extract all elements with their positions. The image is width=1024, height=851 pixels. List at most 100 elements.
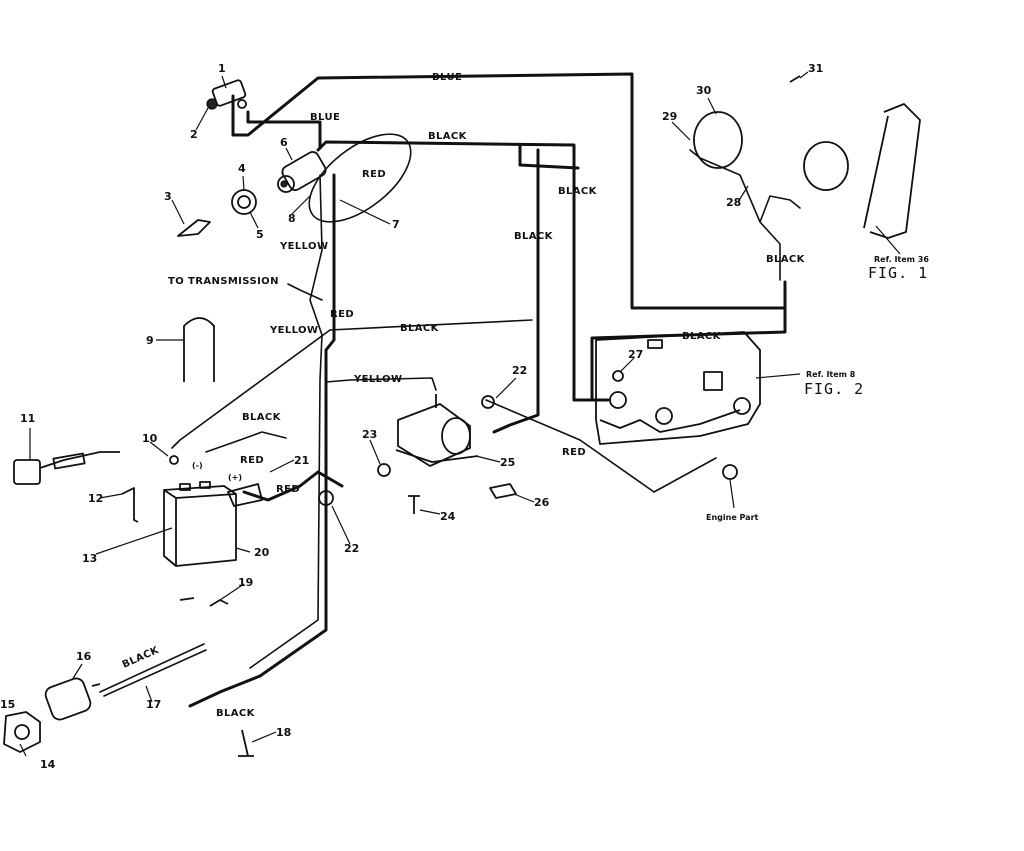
starter-16 bbox=[44, 677, 101, 721]
label-red-vertical: RED bbox=[330, 309, 354, 320]
main-harness bbox=[188, 173, 336, 708]
battery-20 bbox=[163, 481, 237, 567]
label-yellow-upper: YELLOW bbox=[279, 241, 328, 252]
callout-31: 31 bbox=[808, 62, 823, 75]
label-blue-left: BLUE bbox=[310, 112, 340, 123]
callout-13: 13 bbox=[82, 552, 97, 565]
key-switch bbox=[206, 79, 247, 110]
part-3-clip bbox=[177, 219, 211, 237]
callout-numbers: 1 2 3 4 5 6 7 8 9 10 11 12 13 14 15 16 1… bbox=[0, 62, 823, 771]
callout-4: 4 bbox=[238, 162, 246, 175]
callout-18: 18 bbox=[276, 726, 291, 739]
callout-30: 30 bbox=[696, 84, 712, 97]
callout-20: 20 bbox=[254, 546, 270, 559]
loop-8 bbox=[308, 133, 412, 223]
clip-26 bbox=[489, 483, 517, 499]
black-wire-center bbox=[492, 148, 540, 434]
battery-plus: (+) bbox=[228, 473, 242, 482]
callout-23: 23 bbox=[362, 428, 377, 441]
callout-15: 15 bbox=[0, 698, 15, 711]
label-to-transmission: TO TRANSMISSION bbox=[168, 276, 279, 287]
callout-28: 28 bbox=[726, 196, 741, 209]
callout-22-left: 22 bbox=[344, 542, 359, 555]
callout-11: 11 bbox=[20, 412, 35, 425]
label-black-18: BLACK bbox=[216, 708, 256, 719]
label-black-top: BLACK bbox=[428, 131, 468, 142]
callout-24: 24 bbox=[440, 510, 456, 523]
red-solenoid-wire bbox=[485, 399, 717, 493]
nut-23 bbox=[377, 463, 391, 477]
blue-wire bbox=[231, 72, 787, 310]
callout-25: 25 bbox=[500, 456, 515, 469]
black-wire-right bbox=[518, 143, 580, 170]
label-red-6: RED bbox=[362, 169, 386, 180]
callout-14: 14 bbox=[40, 758, 56, 771]
parts bbox=[3, 75, 921, 757]
callout-7: 7 bbox=[392, 218, 400, 231]
wire-17 bbox=[99, 643, 205, 693]
starter-drive-14 bbox=[3, 711, 41, 753]
callout-8: 8 bbox=[288, 212, 296, 225]
nut-10 bbox=[169, 455, 179, 465]
yellow-center-wire bbox=[325, 377, 437, 391]
engine-part-label: Engine Part bbox=[706, 513, 759, 522]
callout-3: 3 bbox=[164, 190, 172, 203]
callout-27: 27 bbox=[628, 348, 643, 361]
red-battery-wire bbox=[242, 470, 344, 502]
ref-item-8: Ref. Item 8 bbox=[806, 370, 856, 379]
clip-12 bbox=[121, 487, 139, 523]
fig-2-label: FIG. 2 bbox=[804, 380, 864, 398]
label-red-battery: RED bbox=[276, 484, 300, 495]
callout-19: 19 bbox=[238, 576, 253, 589]
label-black-battery: BLACK bbox=[242, 412, 282, 423]
battery-minus: (-) bbox=[192, 461, 203, 470]
wires bbox=[99, 72, 801, 708]
headlight-right bbox=[803, 141, 849, 191]
bolt-24 bbox=[408, 495, 420, 514]
callout-10: 10 bbox=[142, 432, 158, 445]
callout-1: 1 bbox=[218, 62, 226, 75]
label-yellow-lower: YELLOW bbox=[269, 325, 318, 336]
callout-17: 17 bbox=[146, 698, 161, 711]
label-red-battery-top: RED bbox=[240, 455, 264, 466]
black-battery-wire bbox=[171, 319, 533, 449]
wire-17-b bbox=[103, 649, 207, 697]
callout-16: 16 bbox=[76, 650, 92, 663]
transmission-wire bbox=[287, 283, 323, 301]
black-wire-top bbox=[316, 140, 610, 402]
callout-29: 29 bbox=[662, 110, 677, 123]
engine-block bbox=[595, 331, 761, 445]
part-31 bbox=[789, 75, 801, 83]
label-blue-top: BLUE bbox=[432, 72, 462, 83]
black-battery-top bbox=[205, 431, 287, 453]
label-black-headlight: BLACK bbox=[766, 254, 806, 265]
callout-2: 2 bbox=[190, 128, 198, 141]
label-black-right: BLACK bbox=[558, 186, 598, 197]
fig-1-label: FIG. 1 bbox=[868, 264, 928, 282]
terminal-21 bbox=[227, 483, 263, 507]
part-11-plug bbox=[13, 451, 120, 485]
ref-item-36: Ref. Item 36 bbox=[874, 255, 929, 264]
headlight-30 bbox=[693, 111, 743, 169]
terminal-27 bbox=[647, 339, 663, 349]
callout-6: 6 bbox=[280, 136, 288, 149]
u-bolt-9 bbox=[183, 317, 215, 382]
callout-12: 12 bbox=[88, 492, 103, 505]
solenoid-25 bbox=[395, 394, 479, 467]
nut-27 bbox=[612, 370, 624, 382]
callout-5: 5 bbox=[256, 228, 264, 241]
grommet-22-right bbox=[481, 395, 495, 409]
blue-wire-short bbox=[246, 110, 322, 150]
callout-9: 9 bbox=[146, 334, 154, 347]
callout-22-right: 22 bbox=[512, 364, 527, 377]
label-yellow-center: YELLOW bbox=[353, 374, 402, 385]
label-red-solenoid: RED bbox=[562, 447, 586, 458]
leader-lines bbox=[19, 71, 901, 757]
label-black-mid: BLACK bbox=[514, 231, 554, 242]
ignition-switch-6 bbox=[277, 151, 327, 193]
bolt-18 bbox=[238, 729, 254, 757]
grommet-22 bbox=[318, 490, 334, 506]
grommet-4-inner bbox=[237, 195, 251, 209]
headlight-wire bbox=[689, 149, 801, 281]
